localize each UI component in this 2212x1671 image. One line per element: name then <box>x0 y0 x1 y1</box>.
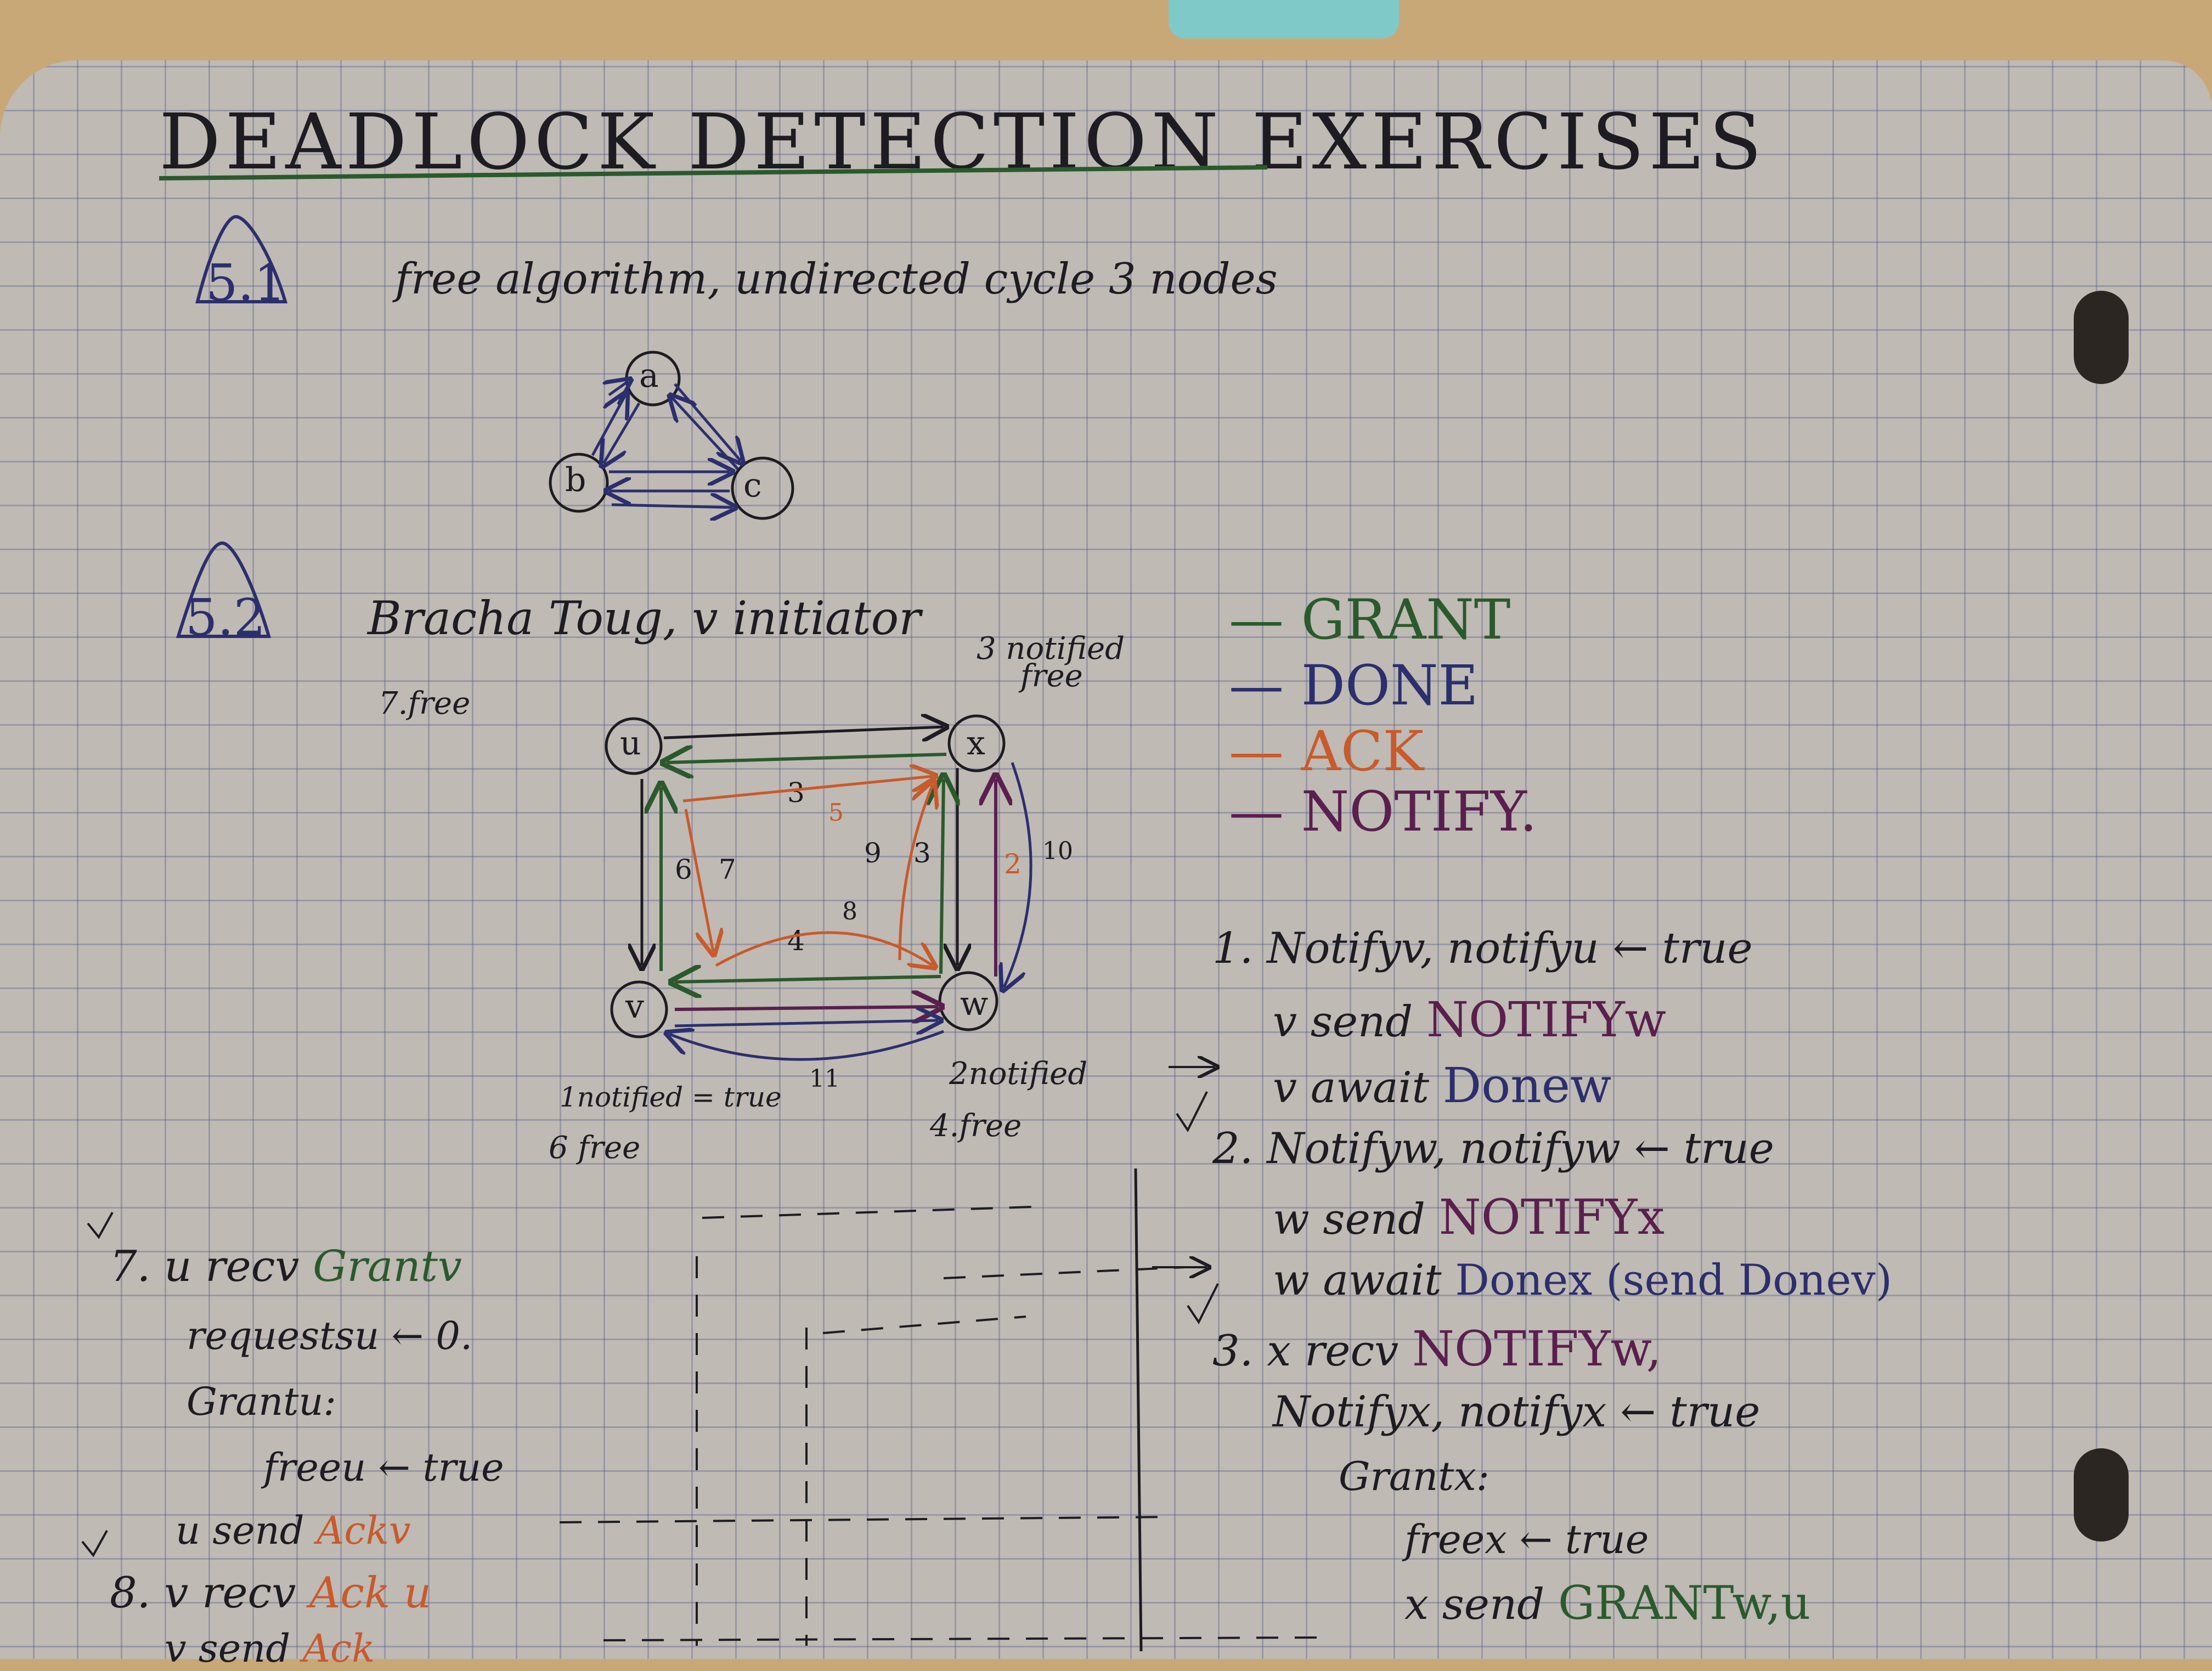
step-line: w await Donex (send Donev) <box>1273 1256 1893 1305</box>
step-line: 1. Notifyv, notifyu ← true <box>1212 924 1753 973</box>
node-x-label: x <box>967 724 985 763</box>
step-line: 3. x recv NOTIFYw, <box>1212 1320 1662 1377</box>
graph-5-2-green-edges <box>661 754 946 982</box>
step-line: Notifyx, notifyx ← true <box>1273 1387 1760 1437</box>
step-line: freex ← true <box>1404 1516 1649 1562</box>
edge-label: 7 <box>719 854 736 885</box>
step-line: Grantu: <box>187 1379 336 1424</box>
step-line: w send NOTIFYx <box>1273 1189 1665 1245</box>
timeline-arrows <box>1152 1067 1215 1267</box>
edge-label: 11 <box>809 1065 840 1093</box>
graph-paper-sheet <box>0 60 2212 1659</box>
edge-label: 10 <box>1042 837 1073 865</box>
node-w-label: w <box>960 985 989 1023</box>
triangle-badge-5-2 <box>176 541 271 638</box>
binder-hole <box>2074 1448 2129 1542</box>
node-c-label: c <box>743 466 762 505</box>
step-line: 7. u recv Grantv <box>110 1242 462 1291</box>
edge-label: 5 <box>828 799 844 827</box>
legend-grant: — GRANT <box>1229 588 1511 652</box>
binder-hole <box>2074 291 2129 384</box>
blue-tape <box>1169 0 1399 38</box>
step-line: freeu ← true <box>263 1445 504 1490</box>
w-annotation-notified: 2notified <box>949 1056 1088 1092</box>
graph-5-2-nodes <box>605 714 1006 1038</box>
node-a-label: a <box>639 357 659 395</box>
exercise-5-2-description: Bracha Toug, v initiator <box>368 591 921 645</box>
node-b-label: b <box>565 461 586 499</box>
legend-done: — DONE <box>1229 653 1479 718</box>
step-line: u send Ackv <box>176 1508 411 1553</box>
step-line: x send GRANTw,u <box>1404 1576 1811 1630</box>
w-annotation-free: 4.free <box>930 1108 1022 1144</box>
step-line: 2. Notifyw, notifyw ← true <box>1212 1124 1774 1173</box>
v-annotation-free: 6 free <box>549 1130 641 1166</box>
u-annotation: 7.free <box>379 686 471 721</box>
check-marks <box>81 1091 1219 1557</box>
legend-notify: — NOTIFY. <box>1229 780 1537 844</box>
arrow-to-a <box>609 381 628 395</box>
triangle-badge-5-1 <box>195 214 287 303</box>
step-line: 8. v recv Ack u <box>110 1568 432 1618</box>
graph-5-2-orange-edges <box>682 776 933 966</box>
page-title: DEADLOCK DETECTION EXERCISES <box>159 98 1767 187</box>
step-line: requestsu ← 0. <box>187 1313 473 1358</box>
legend-ack: — ACK <box>1229 719 1424 783</box>
edge-label: 2 <box>1004 848 1022 880</box>
step-line: v await Donew <box>1273 1057 1612 1114</box>
exercise-5-1-description: free algorithm, undirected cycle 3 nodes <box>395 255 1278 304</box>
edge-label: 9 <box>864 837 882 869</box>
timeline-solid <box>1134 1168 1143 1652</box>
v-annotation-notified: 1notified = true <box>560 1081 782 1113</box>
graph-5-2-blue-edges <box>669 762 1032 1061</box>
edge-label: 4 <box>787 925 805 957</box>
graph-5-1 <box>549 351 794 520</box>
edge-label: 8 <box>842 897 857 925</box>
x-annotation-free: free <box>1020 658 1083 694</box>
edge-label: 3 <box>913 837 931 869</box>
node-v-label: v <box>625 987 644 1026</box>
graph-5-2-purple-edges <box>674 779 996 1009</box>
timeline-dashes <box>559 1206 1317 1646</box>
title-underline <box>159 165 1268 180</box>
graph-5-1-edges <box>591 383 741 507</box>
exercise-number-5-2: 5.2 <box>185 588 266 647</box>
x-annotation-notified: 3 notified <box>977 631 1125 667</box>
step-line: v send NOTIFYw <box>1273 991 1667 1048</box>
node-u-label: u <box>620 724 641 763</box>
edge-label: 6 <box>675 854 692 885</box>
edge-label: 3 <box>787 777 805 809</box>
step-line: Grantx: <box>1339 1453 1490 1499</box>
